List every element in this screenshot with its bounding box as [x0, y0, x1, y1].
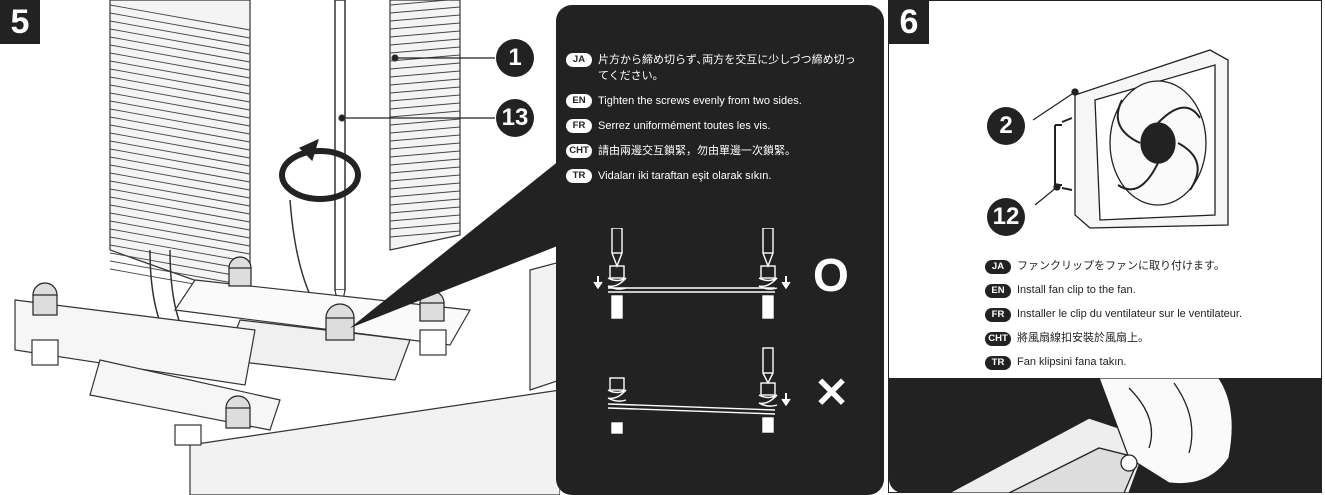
instruction-text: ファンクリップをファンに取り付けます。	[1017, 260, 1225, 272]
instruction-text: 將風扇線扣安裝於風扇上。	[1017, 332, 1149, 344]
callout-1: 1	[496, 39, 534, 77]
lang-badge-cht: CHT	[985, 331, 1011, 346]
instruction-en: EN Install fan clip to the fan.	[985, 282, 1315, 298]
instruction-text: 片方から締め切らず､両方を交互に少しづつ締め切ってください。	[598, 54, 856, 82]
instruction-text: Tighten the screws evenly from two sides…	[598, 95, 802, 107]
instruction-text: Installer le clip du ventilateur sur le …	[1017, 308, 1243, 320]
screws	[32, 256, 445, 429]
instruction-fr: FR Serrez uniformément toutes les vis.	[566, 118, 866, 134]
instruction-text: Serrez uniformément toutes les vis.	[598, 120, 771, 132]
lang-badge-tr: TR	[985, 355, 1011, 370]
instruction-text: Fan klipsini fana takın.	[1017, 356, 1127, 368]
callout-13: 13	[496, 99, 534, 137]
instruction-fr: FR Installer le clip du ventilateur sur l…	[985, 306, 1315, 322]
instruction-tr: TR Fan klipsini fana takın.	[985, 354, 1315, 370]
instruction-text: Vidaları iki taraftan eşit olarak sıkın.	[598, 170, 772, 182]
lang-badge-tr: TR	[566, 169, 592, 183]
hand-clip-illustration	[948, 378, 1233, 493]
callout-2: 2	[987, 107, 1025, 145]
hand-illustration-panel	[889, 378, 1321, 493]
lang-badge-fr: FR	[985, 307, 1011, 322]
step-5-badge: 5	[0, 0, 40, 44]
lang-badge-ja: JA	[985, 259, 1011, 274]
screw-tightening-diagram	[593, 228, 791, 434]
instruction-cht: CHT 請由兩邊交互鎖緊，勿由單邊一次鎖緊。	[566, 143, 866, 159]
step-6-instructions: JA ファンクリップをファンに取り付けます。 EN Install fan clip…	[985, 258, 1315, 378]
lang-badge-cht: CHT	[566, 144, 592, 158]
step-5-instructions: JA 片方から締め切らず､両方を交互に少しづつ締め切ってください。 EN Tight…	[566, 52, 866, 193]
correct-mark: O	[813, 249, 849, 301]
lang-badge-en: EN	[566, 94, 592, 108]
instruction-ja: JA 片方から締め切らず､両方を交互に少しづつ締め切ってください。	[566, 52, 866, 84]
lang-badge-en: EN	[985, 283, 1011, 298]
instruction-cht: CHT 將風扇線扣安裝於風扇上。	[985, 330, 1315, 346]
lang-badge-fr: FR	[566, 119, 592, 133]
instruction-ja: JA ファンクリップをファンに取り付けます。	[985, 258, 1315, 274]
instruction-tr: TR Vidaları iki taraftan eşit olarak sıkı…	[566, 168, 866, 184]
instruction-en: EN Tighten the screws evenly from two sid…	[566, 93, 866, 109]
callout-12: 12	[987, 198, 1025, 236]
step-6-badge: 6	[889, 0, 929, 44]
instruction-text: 請由兩邊交互鎖緊，勿由單邊一次鎖緊。	[598, 145, 796, 157]
instruction-text: Install fan clip to the fan.	[1017, 284, 1136, 296]
lang-badge-ja: JA	[566, 53, 592, 67]
step-5-instruction-panel	[556, 5, 884, 495]
wrong-mark: ✕	[814, 369, 850, 416]
cooler-install-illustration	[14, 0, 560, 495]
fan-clip-illustration	[1032, 49, 1229, 229]
